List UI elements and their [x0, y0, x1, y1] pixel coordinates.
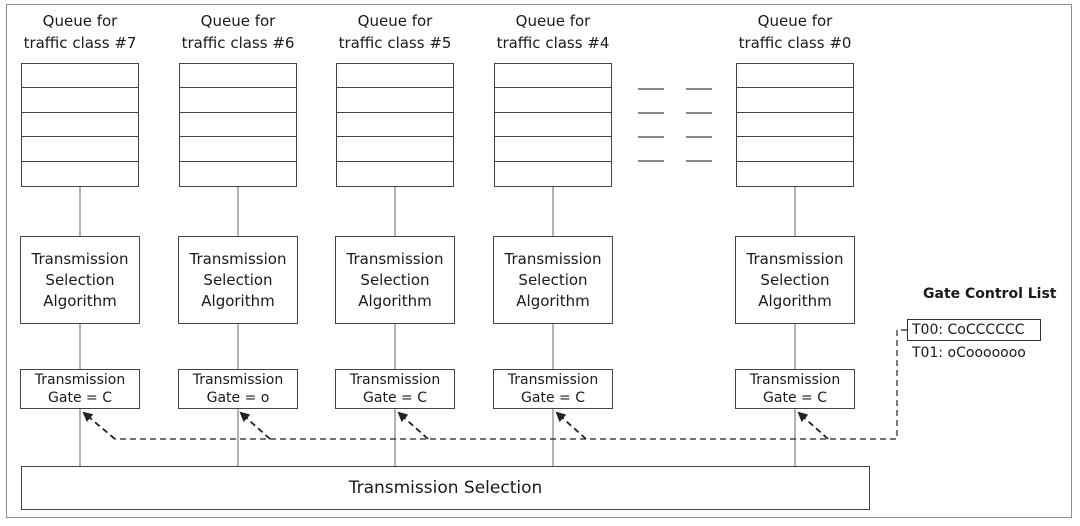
queue-slot [737, 88, 853, 113]
queue-title-line2: traffic class #0 [738, 34, 852, 52]
tsa-label-line1: Transmission [346, 249, 444, 268]
queue-title-line1: Queue for [200, 12, 276, 30]
queue-title-line1: Queue for [42, 12, 118, 30]
queue-slot [737, 162, 853, 186]
queue-slot [737, 64, 853, 89]
gate-box-5: Transmission Gate = C [335, 369, 455, 409]
gate-box-4: Transmission Gate = C [493, 369, 613, 409]
transmission-selection-box: Transmission Selection [21, 466, 870, 510]
queue-slot [180, 113, 296, 138]
tsa-label-line1: Transmission [746, 249, 844, 268]
tsa-label-line3: Algorithm [358, 291, 432, 310]
queue-slot [337, 137, 453, 162]
queue-slot [22, 162, 138, 186]
queue-title-7: Queue for traffic class #7 [15, 10, 145, 54]
queue-title-5: Queue for traffic class #5 [330, 10, 460, 54]
tsa-label-line1: Transmission [504, 249, 602, 268]
queue-slot [22, 64, 138, 89]
gate-state: Gate = C [521, 390, 585, 406]
tsa-label-line1: Transmission [189, 249, 287, 268]
queue-slot [337, 64, 453, 89]
gate-state: Gate = C [48, 390, 112, 406]
gate-state: Gate = C [763, 390, 827, 406]
queue-slot [337, 162, 453, 186]
gate-control-list-row: T01: oCooooooo [912, 345, 1026, 361]
gate-state: Gate = C [363, 390, 427, 406]
tsa-label-line1: Transmission [31, 249, 129, 268]
tsa-label-line2: Selection [360, 270, 430, 289]
queue-title-line1: Queue for [357, 12, 433, 30]
tsa-label-line2: Selection [518, 270, 588, 289]
queue-title-line2: traffic class #4 [496, 34, 610, 52]
queue-slot [495, 113, 611, 138]
tsa-label-line2: Selection [45, 270, 115, 289]
queue-title-6: Queue for traffic class #6 [173, 10, 303, 54]
queue-title-line1: Queue for [515, 12, 591, 30]
gate-box-0: Transmission Gate = C [735, 369, 855, 409]
queue-slot [495, 88, 611, 113]
queue-slot [737, 113, 853, 138]
gate-label-line1: Transmission [34, 372, 126, 388]
gate-box-7: Transmission Gate = C [20, 369, 140, 409]
tsa-label-line3: Algorithm [516, 291, 590, 310]
gate-label-line1: Transmission [349, 372, 441, 388]
queue-title-line1: Queue for [757, 12, 833, 30]
queue-slot [180, 162, 296, 186]
tsa-label-line2: Selection [203, 270, 273, 289]
queue-box-7 [21, 63, 139, 187]
tsa-label-line3: Algorithm [201, 291, 275, 310]
queue-slot [180, 137, 296, 162]
gate-control-list-row-active: T00: CoCCCCCC [907, 319, 1041, 341]
queue-title-line2: traffic class #7 [23, 34, 137, 52]
queue-title-line2: traffic class #5 [338, 34, 452, 52]
tsa-label-line2: Selection [760, 270, 830, 289]
queue-slot [737, 137, 853, 162]
transmission-selection-label: Transmission Selection [348, 478, 543, 498]
queue-title-line2: traffic class #6 [181, 34, 295, 52]
queue-box-4 [494, 63, 612, 187]
queue-title-0: Queue for traffic class #0 [730, 10, 860, 54]
gate-label-line1: Transmission [192, 372, 284, 388]
queue-box-6 [179, 63, 297, 187]
queue-title-4: Queue for traffic class #4 [488, 10, 618, 54]
queue-slot [495, 162, 611, 186]
diagram-frame [6, 4, 1072, 518]
queue-slot [337, 113, 453, 138]
queue-slot [495, 137, 611, 162]
queue-slot [180, 64, 296, 89]
queue-slot [180, 88, 296, 113]
gate-label-line1: Transmission [507, 372, 599, 388]
queue-box-5 [336, 63, 454, 187]
gate-state: Gate = o [206, 390, 270, 406]
tsa-label-line3: Algorithm [43, 291, 117, 310]
gate-control-list-title: Gate Control List [923, 286, 1057, 302]
gate-label-line1: Transmission [749, 372, 841, 388]
queue-box-0 [736, 63, 854, 187]
tsa-label-line3: Algorithm [758, 291, 832, 310]
queue-slot [337, 88, 453, 113]
gate-box-6: Transmission Gate = o [178, 369, 298, 409]
queue-slot [22, 88, 138, 113]
queue-slot [495, 64, 611, 89]
queue-slot [22, 113, 138, 138]
queue-slot [22, 137, 138, 162]
